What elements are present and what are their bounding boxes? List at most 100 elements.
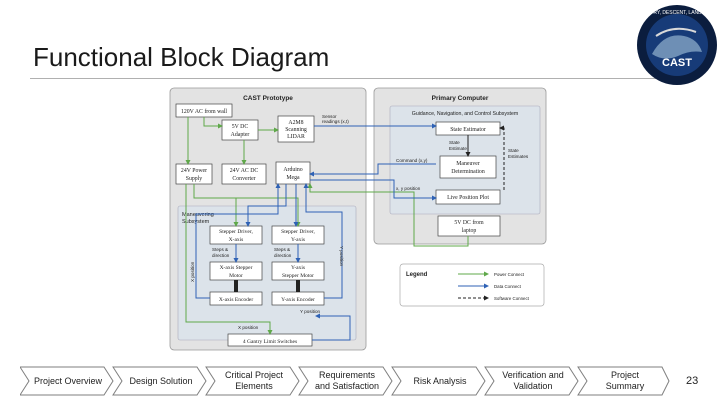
block-laptop-power (437, 215, 501, 237)
legend-box (399, 263, 545, 307)
block-ac-wall-label: 120V AC from wall (181, 108, 227, 115)
block-lidar-label1: A2M8 (288, 120, 303, 126)
label-steps-direction-x-1: Steps & (212, 247, 228, 252)
wire-software-estimates (499, 125, 505, 190)
legend-data-label: Data Connect (494, 284, 522, 289)
nav-verification-validation[interactable]: Verification and Validation (489, 366, 577, 396)
nav-label: Design Solution (129, 375, 193, 386)
block-driver-y-label1: Stepper Driver, (281, 229, 315, 235)
nav-label: Risk Analysis (413, 375, 467, 386)
block-maneuver-label1: Maneuver (456, 161, 480, 167)
label-state-estimates-2: Estimates (508, 154, 529, 159)
block-driver-x-label2: X-axis (229, 237, 244, 243)
wire-power-supply-driver-x (193, 184, 239, 227)
nav-chevron-4 (298, 366, 393, 396)
nav-chevron-2 (112, 366, 207, 396)
nav-chevron-1 (20, 366, 114, 396)
wire-data-position-plot (310, 179, 437, 201)
prototype-panel-title: CAST Prototype (243, 95, 293, 102)
label-state-estimate-1: State (449, 140, 460, 145)
wire-data-arduino-driver-x (245, 184, 287, 227)
label-steps-direction-y-1: Steps & (274, 247, 290, 252)
block-maneuver-label2: Determination (451, 169, 485, 175)
block-motor-y-label1: Y-axis (291, 265, 305, 271)
label-x-position-bottom: X position (238, 325, 259, 330)
block-driver-y-label2: Y-axis (291, 237, 305, 243)
legend-software-label: Software Connect (494, 296, 530, 301)
title-divider (30, 78, 658, 79)
block-arduino-label2: Mega (286, 175, 300, 181)
nav-label: Project Overview (33, 375, 102, 386)
label-steps-direction-y-2: direction (274, 253, 292, 258)
shaft-x (234, 280, 238, 292)
functional-block-diagram: CAST Prototype Primary Computer Guidance… (169, 87, 547, 351)
maneuvering-subsystem-panel (177, 205, 357, 341)
label-x-position-side: X position (190, 261, 195, 282)
label-state-estimate-2: Estimate (449, 146, 467, 151)
cast-logo: CAST ENTRY, DESCENT, LANDING (637, 5, 717, 85)
nav-critical-project-elements[interactable]: Critical Project Elements (210, 366, 298, 396)
block-lidar-label3: LIDAR (287, 134, 305, 140)
logo-text: CAST (662, 57, 692, 69)
block-converter-label1: 24V AC DC (230, 168, 259, 174)
block-laptop-label1: 5V DC from (454, 219, 484, 226)
block-encoder-y-label: Y-axis Encoder (281, 297, 315, 303)
block-lidar-label2: Scanning (285, 127, 307, 133)
block-state-estimator-label: State Estimator (450, 127, 486, 133)
block-laptop-label2: laptop (462, 228, 477, 234)
block-encoder-x-label: X-axis Encoder (219, 297, 254, 303)
nav-project-overview[interactable]: Project Overview (24, 366, 112, 396)
maneuvering-title-line1: Maneuvering (182, 212, 214, 218)
section-nav-shapes (20, 366, 670, 396)
page-number: 23 (686, 375, 699, 387)
label-y-position-side: Y position (339, 246, 344, 267)
gnc-subsystem-title: Guidance, Navigation, and Control Subsys… (412, 111, 518, 117)
wire-power-supply-driver-y (236, 197, 301, 227)
label-sensor-readings-2: readings (x,t) (322, 119, 349, 124)
nav-label: Project Summary (605, 370, 645, 391)
nav-chevron-7 (577, 366, 670, 396)
block-motor-y-label2: Stepper Motor (282, 273, 314, 279)
block-driver-x-label1: Stepper Driver, (219, 229, 253, 235)
legend-title: Legend (406, 272, 428, 278)
block-converter-label2: Converter (232, 176, 255, 182)
nav-design-solution[interactable]: Design Solution (117, 366, 205, 396)
block-motor-x-label1: X-axis Stepper (220, 265, 253, 271)
block-motor-x-label2: Motor (229, 273, 243, 279)
shaft-y (296, 280, 300, 292)
label-command: Command (x,y) (396, 158, 428, 163)
nav-label: Critical Project Elements (224, 370, 283, 391)
legend-power-label: Power Connect (494, 272, 525, 277)
nav-project-summary[interactable]: Project Summary (582, 366, 668, 396)
nav-chevron-5 (391, 366, 486, 396)
logo-land (652, 35, 702, 59)
nav-requirements-satisfaction[interactable]: Requirements and Satisfaction (303, 366, 391, 396)
block-limit-switches-label: 4 Gantry Limit Switches (243, 339, 297, 345)
block-dc-adapter-label1: 5V DC (232, 124, 249, 130)
wire-data-command-arduino (309, 163, 436, 177)
block-power-supply-label2: Supply (186, 176, 203, 182)
label-sensor-readings-1: Sensor (322, 114, 337, 119)
block-lidar (277, 115, 315, 143)
slide-title: Functional Block Diagram (33, 42, 330, 72)
block-arduino-label1: Arduino (283, 167, 302, 173)
nav-chevron-6 (484, 366, 579, 396)
label-state-estimates-1: State (508, 148, 519, 153)
wire-power-wall-adapter (203, 117, 223, 129)
block-live-plot-label: Live Position Plot (447, 195, 489, 201)
nav-risk-analysis[interactable]: Risk Analysis (396, 366, 484, 396)
block-dc-adapter-label2: Adapter (231, 132, 250, 138)
nav-label: Verification and Validation (502, 370, 564, 391)
nav-chevron-3 (205, 366, 300, 396)
block-power-supply-label1: 24V Power (181, 168, 207, 174)
wire-power-supply-switches (185, 184, 273, 335)
wire-data-switches (312, 313, 351, 341)
nav-label: Requirements and Satisfaction (314, 370, 380, 391)
wire-data-encoder-y-arduino (303, 183, 343, 299)
wire-power-laptop-arduino (307, 183, 469, 247)
wire-data-encoder-x-arduino (195, 183, 281, 299)
section-nav: Project Overview Design Solution Critica… (20, 366, 670, 396)
logo-orbit (655, 27, 697, 37)
label-y-position-bottom: Y position (300, 309, 321, 314)
primary-computer-title: Primary Computer (432, 95, 489, 102)
